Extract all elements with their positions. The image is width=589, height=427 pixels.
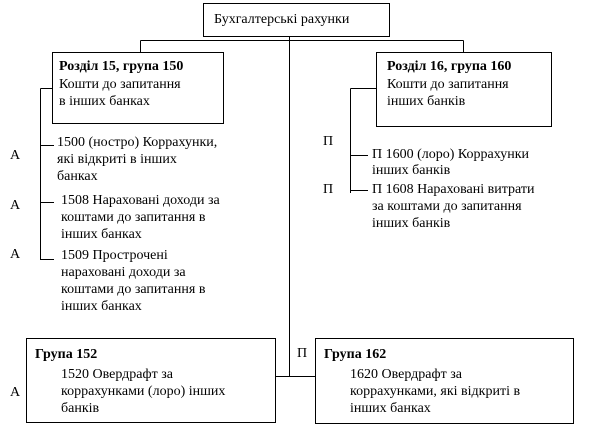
right-section-desc-1: Кошти до запитання (387, 77, 509, 92)
account-1500-line-2: які відкриті в інших (57, 152, 177, 167)
group-162-line-3: інших банках (350, 401, 431, 416)
group-162-heading: Група 162 (324, 347, 387, 362)
account-1608-line-1: П 1608 Нараховані витрати (372, 182, 535, 197)
left-section-desc-1: Кошти до запитання (59, 77, 181, 92)
group-162-line-1: 1620 Овердрафт за (350, 367, 462, 382)
left-section-box: Розділ 15, група 150 Кошти до запитання … (52, 52, 224, 124)
side-label-1500: А (10, 148, 21, 163)
root-box: Бухгалтерські рахунки (203, 3, 390, 37)
side-label-1608: П (323, 182, 334, 197)
group-162-box: Група 162 1620 Овердрафт за коррахунками… (315, 338, 574, 424)
account-1608-line-2: за коштами до запитання (372, 199, 522, 214)
group-152-box: Група 152 1520 Овердрафт за коррахунками… (26, 338, 276, 423)
group-162-line-2: коррахунками, які відкриті в (350, 384, 521, 399)
side-label-1600: П (323, 134, 334, 149)
account-1509-line-2: нараховані доходи за (61, 265, 186, 280)
account-1509-line-4: інших банках (61, 299, 142, 314)
group-152-heading: Група 152 (35, 347, 98, 362)
side-label-group-152: А (10, 385, 21, 400)
account-1608-line-3: інших банків (372, 216, 451, 231)
account-1600-line-2: інших банків (372, 163, 451, 178)
right-section-desc-2: інших банків (387, 94, 466, 109)
right-section-heading: Розділ 16, група 160 (387, 59, 512, 74)
group-152-line-3: банків (61, 401, 100, 416)
left-section-desc-2: в інших банках (59, 94, 150, 109)
group-152-line-1: 1520 Овердрафт за (61, 367, 173, 382)
account-1500-line-3: банках (57, 169, 98, 184)
left-section-heading: Розділ 15, група 150 (59, 59, 184, 74)
side-label-1508: А (10, 198, 21, 213)
account-1509-line-3: коштами до запитання в (61, 282, 206, 297)
account-1509-line-1: 1509 Прострочені (61, 248, 168, 263)
side-label-group-162: П (297, 346, 308, 361)
account-1500-line-1: 1500 (ностро) Коррахунки, (57, 135, 218, 150)
account-1508-line-2: коштами до запитання в (61, 210, 206, 225)
right-section-box: Розділ 16, група 160 Кошти до запитання … (376, 52, 552, 127)
group-152-line-2: коррахунками (лоро) інших (61, 384, 226, 399)
account-1508-line-1: 1508 Нараховані доходи за (61, 193, 220, 208)
side-label-1509: А (10, 247, 21, 262)
root-title: Бухгалтерські рахунки (214, 12, 350, 27)
account-1600-line-1: П 1600 (лоро) Коррахунки (372, 147, 530, 162)
account-1508-line-3: інших банках (61, 227, 142, 242)
